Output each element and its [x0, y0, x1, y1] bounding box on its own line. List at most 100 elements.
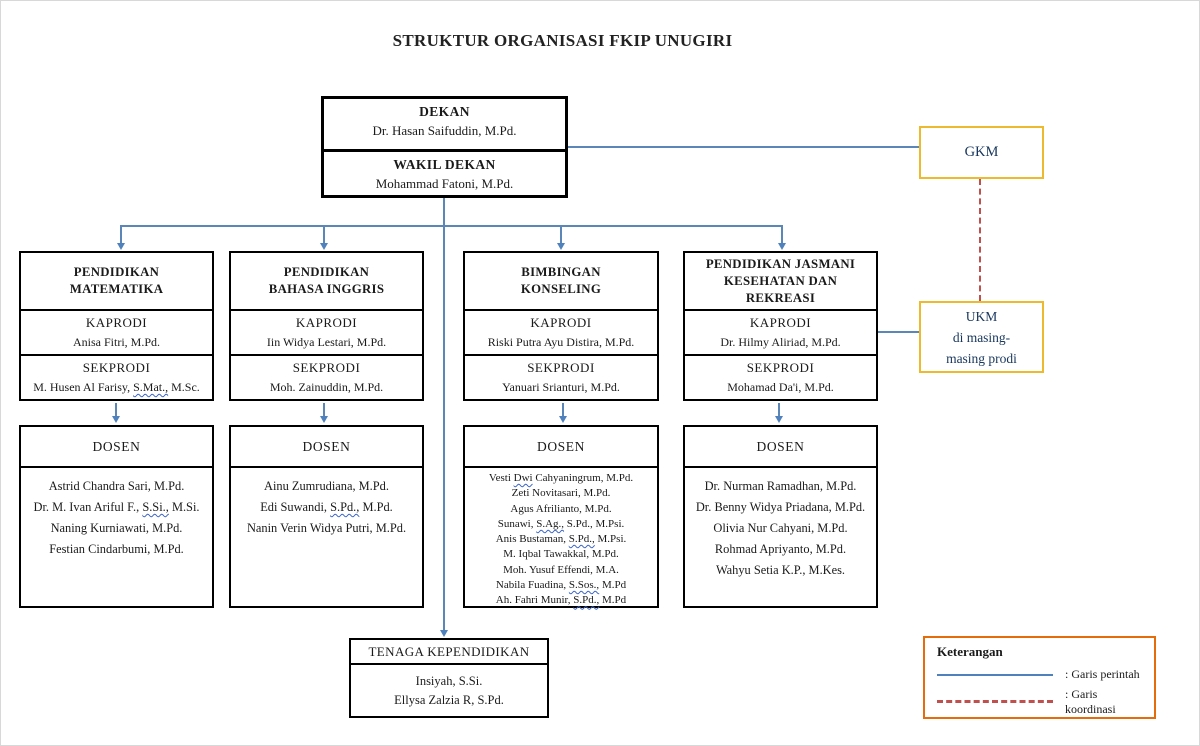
text-line: Sunawi, S.Ag., S.Pd., M.Psi.	[497, 517, 625, 530]
connector-branch-matematika	[120, 225, 122, 244]
text-line: Nanin Verin Widya Putri, M.Pd.	[246, 521, 407, 535]
text-line: MATEMATIKA	[69, 282, 164, 296]
text-line: REKREASI	[745, 290, 816, 305]
text-line: PENDIDIKAN	[73, 265, 160, 279]
solid-blue-line-sample	[937, 673, 1053, 676]
text-line: PENDIDIKAN	[283, 265, 370, 279]
kaprodi-name: Iin Widya Lestari, M.Pd.	[266, 335, 387, 349]
text-line: Ainu Zumrudiana, M.Pd.	[264, 479, 389, 493]
dosen-list-pjkr: Dr. Nurman Ramadhan, M.Pd. Dr. Benny Widy…	[685, 468, 876, 581]
spellcheck-underlined-text: S.Sos.,	[568, 579, 600, 592]
dosen-box-inggris: DOSEN Ainu Zumrudiana, M.Pd. Edi Suwandi,…	[229, 425, 424, 608]
program-title-matematika: PENDIDIKAN MATEMATIKA	[21, 253, 212, 311]
dosen-label: DOSEN	[465, 427, 657, 468]
sekprodi-label: SEKPRODI	[292, 360, 361, 375]
page-title: STRUKTUR ORGANISASI FKIP UNUGIRI	[392, 31, 733, 50]
spellcheck-underlined-text: S.Pd.,	[568, 533, 595, 546]
dekan-role: DEKAN	[419, 104, 470, 119]
kaprodi-section-bk: KAPRODI Riski Putra Ayu Distira, M.Pd.	[465, 311, 657, 356]
arrowhead-pjkr	[777, 243, 786, 250]
arrowhead-bk	[556, 243, 565, 250]
kaprodi-section-inggris: KAPRODI Iin Widya Lestari, M.Pd.	[231, 311, 422, 356]
connector-branch-bk	[560, 225, 562, 244]
program-box-matematika: PENDIDIKAN MATEMATIKA KAPRODI Anisa Fitri…	[19, 251, 214, 401]
text-line: Ellysa Zalzia R, S.Pd.	[394, 693, 504, 707]
text-line: Zeti Novitasari, M.Pd.	[511, 487, 611, 500]
kaprodi-name: Dr. Hilmy Aliriad, M.Pd.	[720, 335, 841, 349]
legend-item-coordination: : Garis koordinasi	[937, 687, 1144, 716]
kaprodi-label: KAPRODI	[749, 315, 812, 330]
sekprodi-section-pjkr: SEKPRODI Mohamad Da'i, M.Pd.	[685, 356, 876, 397]
dosen-label: DOSEN	[21, 427, 212, 468]
kaprodi-name: Anisa Fitri, M.Pd.	[72, 335, 160, 349]
text-line: Dr. Nurman Ramadhan, M.Pd.	[704, 479, 857, 493]
dekan-name: Dr. Hasan Saifuddin, M.Pd.	[372, 123, 517, 138]
text-line: Dr. M. Ivan Ariful F., S.Si., M.Si.	[33, 500, 200, 514]
dosen-box-pjkr: DOSEN Dr. Nurman Ramadhan, M.Pd.Dr. Benn…	[683, 425, 878, 608]
kaprodi-label: KAPRODI	[530, 315, 592, 330]
connector-branch-inggris	[323, 225, 325, 244]
spellcheck-underlined-text: S.Pd.,	[573, 594, 600, 607]
text-line: BAHASA INGGRIS	[268, 282, 385, 296]
sekprodi-label: SEKPRODI	[82, 360, 151, 375]
kaprodi-label: KAPRODI	[295, 315, 358, 330]
arrowhead-tenaga	[439, 630, 448, 637]
kaprodi-name: Riski Putra Ayu Distira, M.Pd.	[487, 335, 635, 349]
connector-dosen-inggris	[323, 403, 325, 417]
legend-item-command: : Garis perintah	[937, 662, 1144, 687]
dekan-section: DEKAN Dr. Hasan Saifuddin, M.Pd.	[324, 99, 565, 152]
spellcheck-underlined-text: S.Mat.,	[133, 380, 169, 394]
tenaga-kependidikan-box: TENAGA KEPENDIDIKAN Insiyah, S.Si.Ellysa…	[349, 638, 549, 718]
text-line: KONSELING	[520, 282, 602, 296]
text-line: Rohmad Apriyanto, M.Pd.	[714, 542, 847, 556]
connector-dekan-to-gkm	[568, 146, 919, 148]
dosen-list-matematika: Astrid Chandra Sari, M.Pd.Dr. M. Ivan Ar…	[21, 468, 212, 560]
dosen-list-inggris: Ainu Zumrudiana, M.Pd. Edi Suwandi, S.Pd.…	[231, 468, 422, 539]
kaprodi-section-matematika: KAPRODI Anisa Fitri, M.Pd.	[21, 311, 212, 356]
wakil-dekan-section: WAKIL DEKAN Mohammad Fatoni, M.Pd.	[324, 152, 565, 202]
text-line: Agus Afrilianto, M.Pd.	[510, 502, 612, 515]
text-line: Naning Kurniawati, M.Pd.	[50, 521, 183, 535]
connector-dekan-to-tenaga	[443, 198, 445, 630]
text-line: M. Iqbal Tawakkal, M.Pd.	[503, 548, 619, 561]
connector-dosen-matematika	[115, 403, 117, 417]
text-line: Nabila Fuadina, S.Sos., M.Pd	[495, 579, 627, 592]
text-line: Moh. Yusuf Effendi, M.A.	[503, 563, 619, 576]
spellcheck-underlined-text: S.Ag.,	[536, 517, 565, 530]
arrowhead-dosen-pjkr	[774, 416, 783, 423]
text-line: Wahyu Setia K.P., M.Kes.	[715, 563, 846, 577]
legend-label-command: : Garis perintah	[1065, 667, 1140, 681]
dosen-list-bk: Vesti Dwi Cahyaningrum, M.Pd.Zeti Novita…	[465, 468, 657, 609]
dosen-label: DOSEN	[231, 427, 422, 468]
connector-dosen-pjkr	[778, 403, 780, 417]
connector-branch-pjkr	[781, 225, 783, 244]
dosen-box-bk: DOSEN Vesti Dwi Cahyaningrum, M.Pd.Zeti …	[463, 425, 659, 608]
text-line: Edi Suwandi, S.Pd., M.Pd.	[260, 500, 393, 514]
connector-pjkr-to-ukm	[878, 331, 919, 333]
sekprodi-section-inggris: SEKPRODI Moh. Zainuddin, M.Pd.	[231, 356, 422, 397]
sekprodi-section-matematika: SEKPRODI M. Husen Al Farisy, S.Mat., M.S…	[21, 356, 212, 397]
arrowhead-matematika	[116, 243, 125, 250]
text-line: KESEHATAN DAN	[723, 273, 838, 288]
text-line: Ah. Fahri Munir, S.Pd., M.Pd	[495, 594, 627, 607]
connector-gkm-to-ukm-coordination	[979, 179, 981, 301]
sekprodi-name: Mohamad Da'i, M.Pd.	[727, 380, 834, 394]
wakil-dekan-name: Mohammad Fatoni, M.Pd.	[375, 176, 514, 191]
text-line: Anis Bustaman, S.Pd., M.Psi.	[495, 533, 627, 546]
text-line: Insiyah, S.Si.	[415, 674, 483, 688]
sekprodi-name: M. Husen Al Farisy, S.Mat., M.Sc.	[33, 380, 200, 394]
text-line: di masing-	[952, 330, 1011, 345]
dashed-red-line-sample	[937, 700, 1053, 703]
connector-distributor	[120, 225, 783, 227]
text-line: Dr. Benny Widya Priadana, M.Pd.	[695, 500, 866, 514]
gkm-label: GKM	[964, 144, 999, 160]
tenaga-kependidikan-names: Insiyah, S.Si. Ellysa Zalzia R, S.Pd.	[351, 665, 547, 710]
text-line: masing prodi	[946, 351, 1017, 366]
dekan-box: DEKAN Dr. Hasan Saifuddin, M.Pd. WAKIL D…	[321, 96, 568, 198]
sekprodi-label: SEKPRODI	[527, 360, 595, 375]
